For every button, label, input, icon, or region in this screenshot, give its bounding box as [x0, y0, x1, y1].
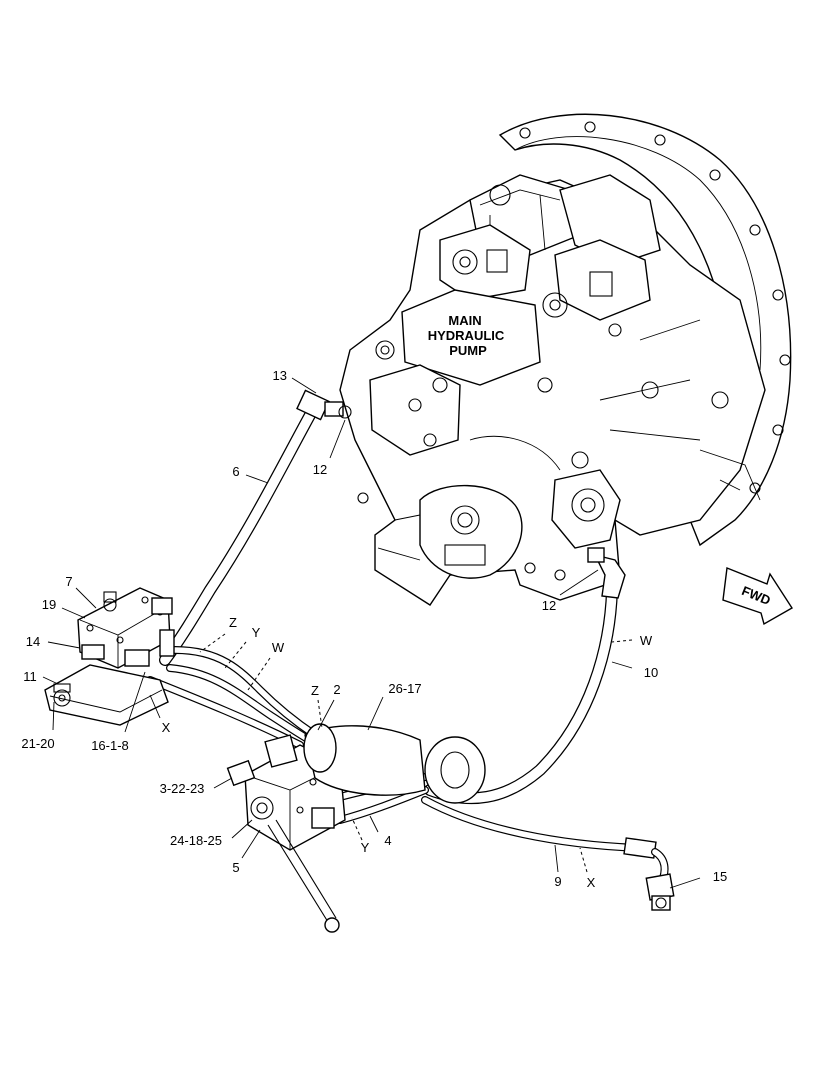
callout-5: 5 — [232, 860, 239, 875]
fitting-15 — [645, 873, 675, 911]
callout-3-22-23: 3-22-23 — [160, 781, 205, 796]
callout-26-17: 26-17 — [388, 681, 421, 696]
callout-11: 11 — [23, 669, 37, 684]
main-hydraulic-pump: MAIN HYDRAULIC PUMP — [339, 113, 792, 606]
callout-15: 15 — [713, 869, 727, 884]
callout-z-upper: Z — [229, 615, 237, 630]
regulator-valves — [452, 184, 613, 318]
callout-19: 19 — [42, 597, 56, 612]
callout-21-20: 21-20 — [21, 736, 54, 751]
callout-7: 7 — [65, 574, 72, 589]
callout-y-lower: Y — [361, 840, 370, 855]
callout-16-1-8: 16-1-8 — [91, 738, 129, 753]
valve-lever-5 — [267, 819, 340, 933]
pilot-lines-zyw — [146, 646, 322, 749]
callout-x-lower: X — [587, 875, 596, 890]
callout-z-mid: Z — [311, 683, 319, 698]
mounting-bracket-11 — [44, 664, 169, 726]
callout-y-upper: Y — [252, 625, 261, 640]
forward-direction-arrow: FWD — [722, 567, 793, 626]
callout-10: 10 — [644, 665, 658, 680]
hose-6 — [159, 389, 352, 666]
callout-w-upper: W — [272, 640, 285, 655]
callout-w-right: W — [640, 633, 653, 648]
pump-label-line-3: PUMP — [449, 343, 487, 358]
callout-12-upper: 12 — [313, 462, 327, 477]
pump-label-line-1: MAIN — [448, 313, 481, 328]
callout-14: 14 — [26, 634, 40, 649]
callout-6: 6 — [232, 464, 239, 479]
callout-9: 9 — [554, 874, 561, 889]
line-9 — [421, 796, 669, 889]
callout-12-lower: 12 — [542, 598, 556, 613]
callout-x-left: X — [162, 720, 171, 735]
callout-leaders — [42, 377, 701, 889]
callout-labels: 13 12 6 7 19 14 11 21-20 16-1-8 X Z Y W … — [21, 368, 727, 890]
pump-label-line-2: HYDRAULIC — [428, 328, 505, 343]
callout-2: 2 — [333, 682, 340, 697]
solenoid-valve-7 — [77, 587, 175, 669]
callout-4: 4 — [384, 833, 391, 848]
callout-13: 13 — [273, 368, 287, 383]
accumulator-26 — [303, 723, 486, 804]
housing-bolts — [519, 121, 791, 494]
callout-24-18-25: 24-18-25 — [170, 833, 222, 848]
